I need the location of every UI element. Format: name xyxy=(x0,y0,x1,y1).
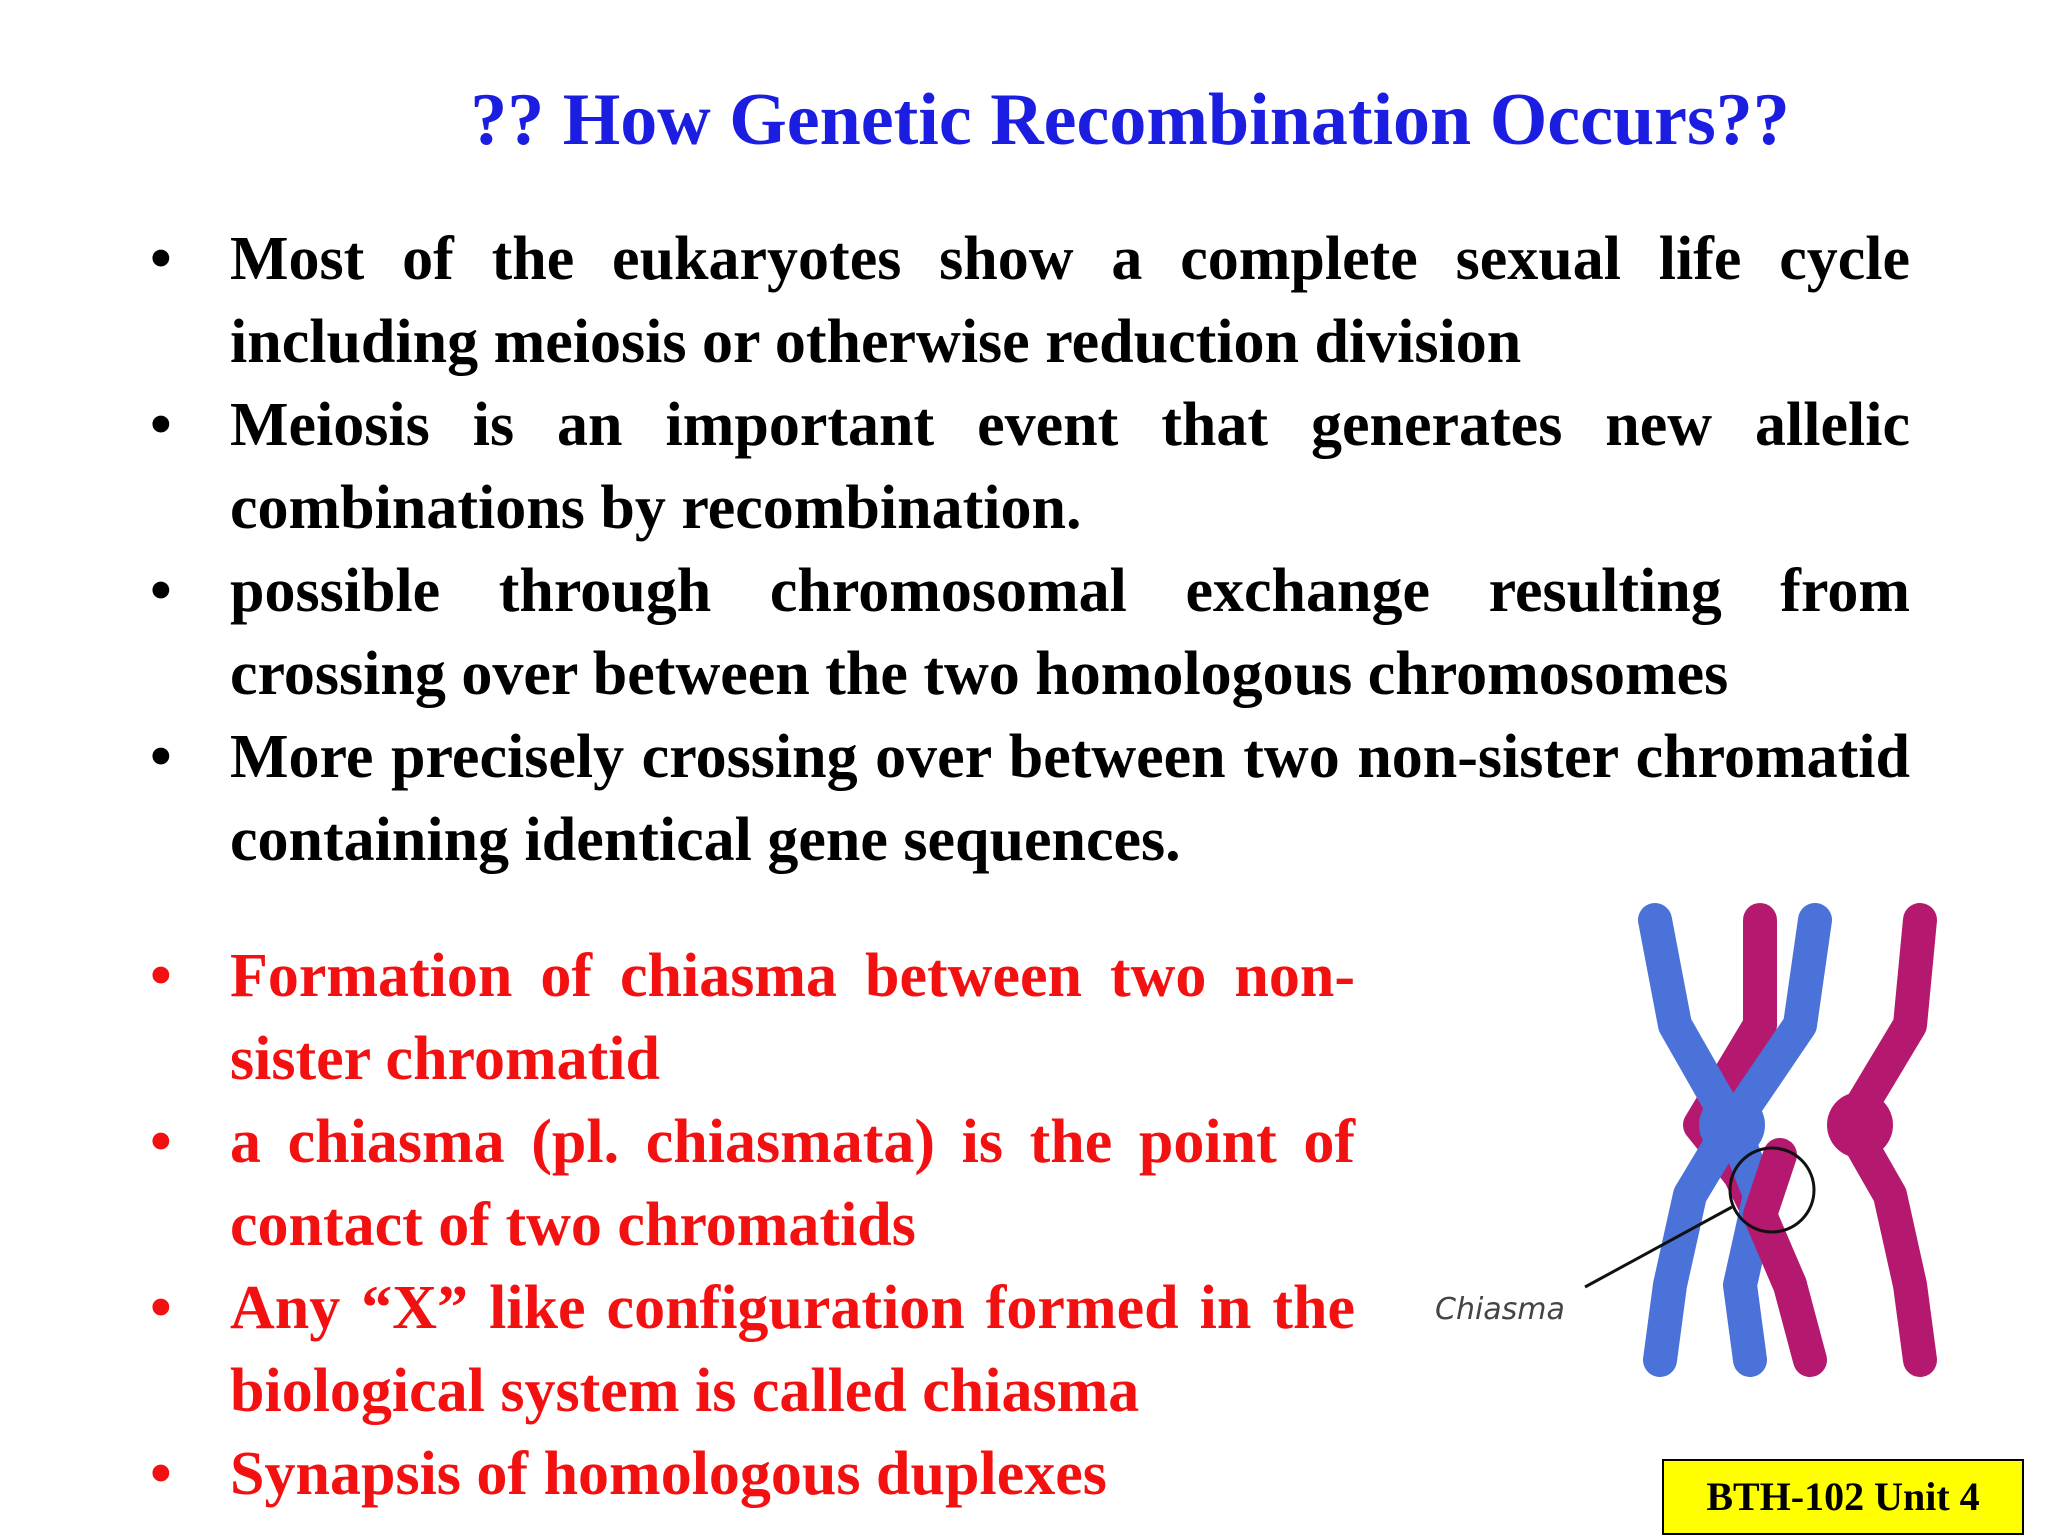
list-item: • More precisely crossing over between tw… xyxy=(150,716,1910,882)
bullet-icon: • xyxy=(150,391,172,459)
blue-chromatid-right xyxy=(1715,903,1832,1377)
unit-footer-badge: BTH-102 Unit 4 xyxy=(1662,1459,2024,1535)
bullet-icon: • xyxy=(150,1274,172,1342)
list-item-text: Synapsis of homologous duplexes xyxy=(230,1440,1107,1508)
chiasma-marker-circle xyxy=(1728,1146,1816,1234)
bullet-icon: • xyxy=(150,225,172,293)
blue-centromere xyxy=(1699,1092,1765,1158)
list-item-text: More precisely crossing over between two… xyxy=(230,723,1910,874)
list-item-text: Any “X” like configuration formed in the… xyxy=(230,1274,1355,1425)
list-item-text: Most of the eukaryotes show a complete s… xyxy=(230,225,1910,376)
list-item: • Formation of chiasma between two non-si… xyxy=(150,935,1355,1101)
list-item: • a chiasma (pl. chiasmata) is the point … xyxy=(150,1101,1355,1267)
bullet-icon: • xyxy=(150,723,172,791)
magenta-centromere xyxy=(1827,1092,1893,1158)
bullet-icon: • xyxy=(150,1108,172,1176)
chiasma-label: Chiasma xyxy=(1435,1292,1565,1327)
magenta-chromatid-right xyxy=(1833,903,1937,1377)
bullet-icon: • xyxy=(150,1440,172,1508)
magenta-crossover-segment xyxy=(1743,1138,1807,1302)
list-item: • Most of the eukaryotes show a complete … xyxy=(150,218,1910,384)
list-item: • possible through chromosomal exchange r… xyxy=(150,550,1910,716)
chiasma-diagram xyxy=(1584,903,1937,1377)
list-item: • Meiosis is an important event that gene… xyxy=(150,384,1910,550)
main-bullet-list: • Most of the eukaryotes show a complete … xyxy=(150,218,1910,882)
list-item: • Any “X” like configuration formed in th… xyxy=(150,1267,1355,1433)
chiasma-pointer-line xyxy=(1584,1205,1733,1289)
blue-chromatid-left xyxy=(1638,903,1749,1377)
list-item-text: Formation of chiasma between two non-sis… xyxy=(230,942,1355,1093)
slide-title: ?? How Genetic Recombination Occurs?? xyxy=(470,79,1790,161)
list-item-text: a chiasma (pl. chiasmata) is the point o… xyxy=(230,1108,1355,1259)
list-item-text: possible through chromosomal exchange re… xyxy=(230,557,1910,708)
bullet-icon: • xyxy=(150,557,172,625)
list-item-text: Meiosis is an important event that gener… xyxy=(230,391,1910,542)
list-item: • Synapsis of homologous duplexes xyxy=(150,1433,1355,1516)
chiasma-bullet-list: • Formation of chiasma between two non-si… xyxy=(150,935,1355,1516)
bullet-icon: • xyxy=(150,942,172,1010)
